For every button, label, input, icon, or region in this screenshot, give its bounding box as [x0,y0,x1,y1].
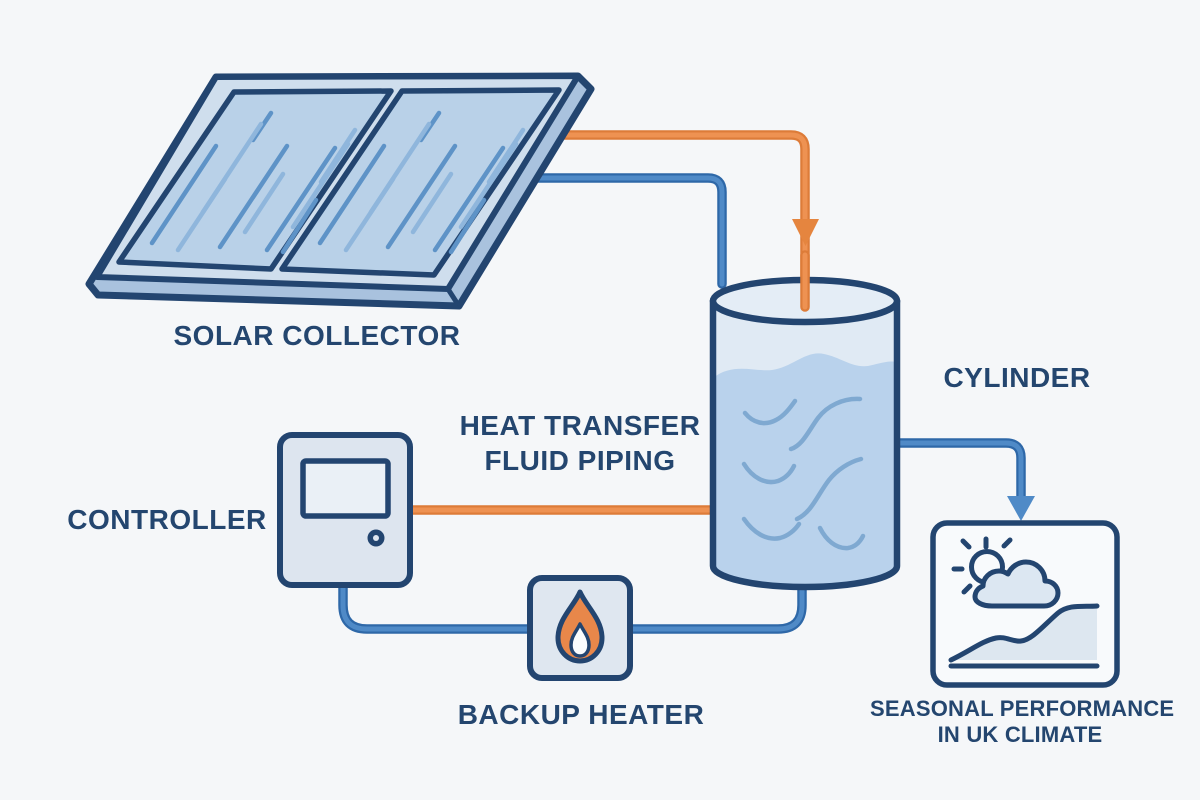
collector-panel-left [116,88,394,272]
outlet-flow-arrow-down-icon [1007,496,1035,521]
area-chart-icon [948,603,1100,669]
seasonal-performance-label: SEASONAL PERFORMANCE IN UK CLIMATE [870,696,1175,748]
seasonal-performance-label-line2: IN UK CLIMATE [937,722,1103,747]
pipe-collector-return [500,173,727,289]
panel-reflection-lines-light [175,121,526,253]
controller-screen [300,458,391,519]
tank-body-outline [709,297,901,591]
area-chart-fill [951,606,1097,660]
hot-flow-arrow-down-icon [792,219,819,246]
flame-inner [569,622,591,658]
heat-transfer-piping-label-line2: FLUID PIPING [484,445,676,476]
heat-transfer-piping-label: HEAT TRANSFER FLUID PIPING [420,408,740,478]
controller-unit [277,432,413,588]
tank-wave-lines [741,396,866,551]
performance-card [930,520,1120,688]
controller-label: CONTROLLER [67,504,267,535]
controller-button-center [373,535,379,541]
cylinder-tank [709,276,901,591]
solar-collector [85,72,595,310]
cloud-icon [972,559,1061,609]
pipe-collector-hot [535,130,810,305]
pipe-cylinder-to-performance [888,438,1026,502]
backup-heater [527,575,633,681]
collector-corner-seam [445,286,460,306]
collector-panel-right [279,87,562,278]
heat-transfer-piping-label-line1: HEAT TRANSFER [459,410,701,441]
solar-collector-label: SOLAR COLLECTOR [173,320,461,351]
tank-water [713,353,897,587]
cylinder-label: CYLINDER [943,362,1091,393]
area-chart-line [948,603,1100,663]
backup-heater-label: BACKUP HEATER [457,699,705,730]
seasonal-performance-label-line1: SEASONAL PERFORMANCE [870,696,1175,721]
